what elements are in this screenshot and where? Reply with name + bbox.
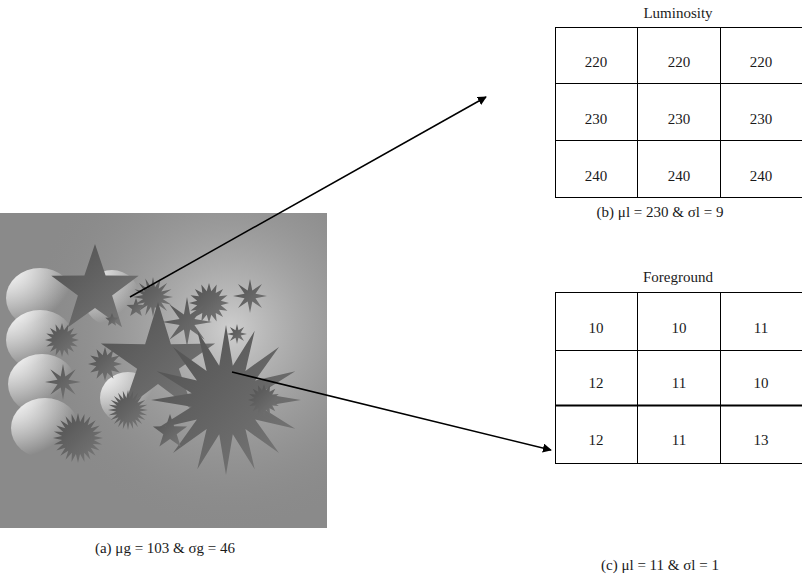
table-cell: 11 — [754, 319, 768, 337]
star-shape — [51, 244, 138, 327]
table-cell: 10 — [589, 319, 604, 337]
star-shape — [45, 323, 79, 357]
table-cell: 230 — [585, 110, 608, 128]
table-cell: 12 — [589, 374, 604, 392]
table-cell: 240 — [750, 167, 773, 185]
table-cell: 10 — [672, 319, 687, 337]
pointer-arrow — [232, 372, 551, 450]
table-cell: 240 — [585, 167, 608, 185]
star-shape — [153, 414, 187, 447]
table-cell: 220 — [585, 53, 608, 71]
caption: (b) μl = 230 & σl = 9 — [597, 203, 724, 221]
table-cell: 230 — [750, 110, 773, 128]
table-cell: 220 — [750, 53, 773, 71]
star-shape — [151, 325, 301, 475]
table-cell: 10 — [754, 374, 769, 392]
table-cell: 220 — [668, 53, 691, 71]
table-cell: 11 — [672, 374, 686, 392]
star-shapes — [45, 244, 301, 475]
table-cell: 13 — [754, 431, 769, 449]
star-shape — [53, 413, 103, 463]
table-title: Luminosity — [643, 4, 712, 22]
table-cell: 230 — [668, 110, 691, 128]
table-cell: 11 — [672, 431, 686, 449]
caption: (c) μl = 11 & σl = 1 — [601, 556, 719, 574]
star-shape — [105, 313, 118, 326]
pointer-arrow — [130, 97, 486, 297]
caption: (a) μg = 103 & σg = 46 — [95, 539, 235, 557]
star-shape — [248, 384, 280, 416]
luminosity-table-grid — [555, 27, 802, 198]
table-title: Foreground — [643, 268, 713, 286]
star-shape — [162, 297, 212, 347]
star-shape — [127, 298, 146, 316]
table-cell: 12 — [589, 431, 604, 449]
star-shape — [233, 279, 267, 313]
table-cell: 240 — [668, 167, 691, 185]
star-shape — [227, 324, 247, 344]
foreground-table-grid — [555, 292, 802, 464]
star-shape — [45, 364, 81, 400]
source-image — [0, 213, 327, 528]
star-shape — [108, 390, 148, 430]
